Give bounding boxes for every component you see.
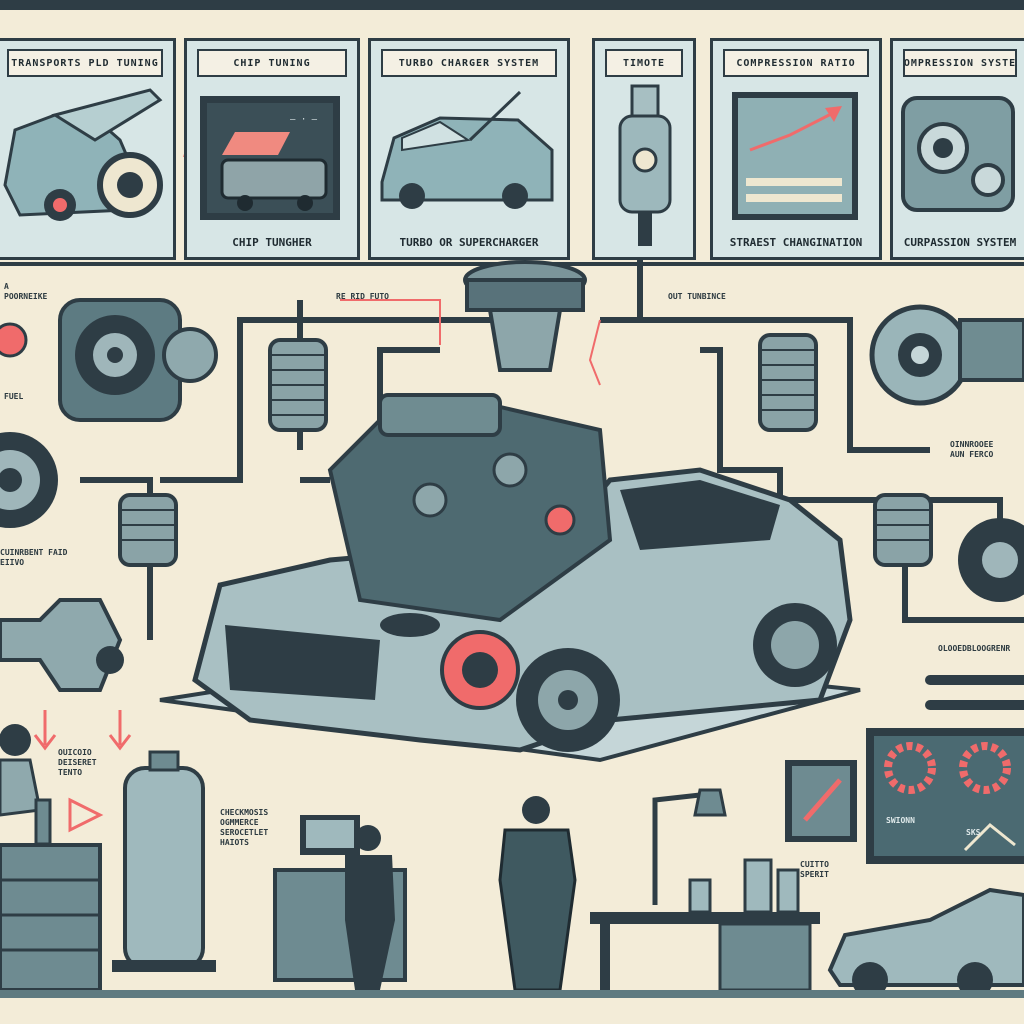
- monitor-text: SWIONN: [886, 816, 915, 825]
- exhaust-component-left: [0, 598, 124, 692]
- panel-caption: TURBO OR SUPERCHARGER: [399, 236, 539, 249]
- pipe-highlights: [340, 299, 601, 386]
- panel-caption: STRAEST CHANGINATION: [729, 236, 863, 249]
- mechanic-figure-center: [498, 796, 577, 992]
- workbench-left: [0, 843, 102, 992]
- mechanic-figure-left: [0, 724, 52, 846]
- panel-title: TIMOTE: [605, 49, 683, 77]
- label-center-low: CHECKMOSIS OGMMERCE SEROCETLET HAIOTS: [220, 808, 269, 847]
- wheel-component-left: [0, 432, 58, 528]
- convertible-car: [827, 887, 1024, 998]
- turbo-component-right: [869, 304, 1024, 406]
- panel-chip-tuning: CHIP TUNING CHIP TUNGHER: [184, 38, 360, 260]
- rods-component-right: [925, 675, 1024, 710]
- panel-title: COMPRESSION SYSTEM: [903, 49, 1017, 77]
- panel-title: CHIP TUNING: [197, 49, 347, 77]
- panel-title: COMPRESSION RATIO: [723, 49, 869, 77]
- tuned-car-illustration: [159, 393, 861, 763]
- filter-canister-1: [268, 338, 328, 432]
- pulley-component-left: [58, 298, 218, 422]
- label-center-top: RE RID FUTO: [336, 292, 389, 301]
- label-bench-right: CUITTO SPERIT: [800, 860, 829, 879]
- panel-title: TRANSPORTS PLD TUNING: [7, 49, 163, 77]
- accent-arrows: [33, 710, 132, 833]
- mechanic-figure-center-left: [345, 825, 395, 990]
- monitor-subtext: SKS: [966, 828, 981, 837]
- panel-transport-tuning: TRANSPORTS PLD TUNING: [0, 38, 176, 260]
- wall-poster: [785, 760, 857, 842]
- gas-tank: [112, 750, 216, 972]
- filter-canister-4: [873, 493, 933, 567]
- label-left-mid: CUINRBENT FAID EIIVO: [0, 548, 68, 567]
- panel-compression-system: COMPRESSION SYSTEM CURPASSION SYSTEM: [890, 38, 1024, 260]
- panel-caption: CURPASSION SYSTEM: [903, 236, 1017, 249]
- label-bench-left: OUICOIO DEISERET TENTO: [58, 748, 97, 777]
- panel-compression-ratio: COMPRESSION RATIO STRAEST CHANGINATION: [710, 38, 882, 260]
- pipe-network: [80, 260, 1024, 640]
- panel-caption: CHIP TUNGHER: [232, 236, 312, 249]
- label-right-top: OUT TUNBINCE: [668, 292, 726, 301]
- label-top-left: A POORNEIKE: [4, 282, 48, 301]
- air-filter-component: [463, 260, 587, 372]
- filter-canister-3: [758, 333, 818, 432]
- label-fuel: FUEL: [4, 392, 24, 401]
- panel-timote: TIMOTE: [592, 38, 696, 260]
- label-right-low: OLOOEDBLOOGRENR: [938, 644, 1011, 653]
- panel-title: TURBO CHARGER SYSTEM: [381, 49, 557, 77]
- filter-canister-2: [118, 493, 178, 567]
- workbench-right: [590, 788, 820, 992]
- gear-monitor: [866, 728, 1024, 864]
- panel-turbo-system: TURBO CHARGER SYSTEM TURBO OR SUPERCHARG…: [368, 38, 570, 260]
- label-right-mid: OINNROOEE AUN FERCO: [950, 440, 994, 459]
